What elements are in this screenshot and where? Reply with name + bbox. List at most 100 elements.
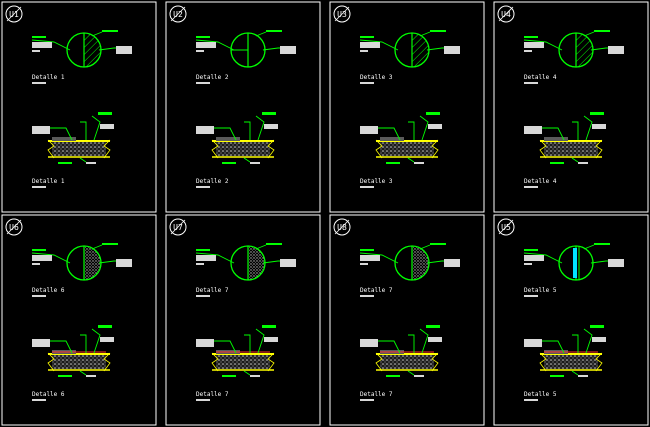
note-block [524, 42, 544, 48]
note-block [360, 126, 378, 134]
note-text [196, 263, 204, 265]
tag-slash [170, 6, 186, 22]
note-block [116, 259, 132, 267]
note-block [280, 46, 296, 54]
note-text [262, 325, 276, 328]
break-line [267, 352, 275, 372]
leader-line [91, 115, 101, 141]
note-text [32, 50, 40, 52]
leader-line [378, 127, 401, 141]
note-text [360, 249, 374, 251]
note-text [414, 375, 424, 377]
note-text [196, 249, 210, 251]
leader-line [91, 328, 101, 354]
note-block [524, 255, 544, 261]
caption-underline [524, 399, 538, 401]
leader-line [31, 39, 71, 51]
note-text [578, 162, 588, 164]
tag-circle [497, 5, 515, 23]
note-block [100, 124, 114, 129]
leader-line [195, 252, 235, 264]
note-block [444, 46, 460, 54]
leader-line [419, 31, 431, 37]
detail-fill [576, 33, 593, 67]
note-block [608, 259, 624, 267]
panel-frame [493, 1, 649, 213]
caption-underline [524, 82, 538, 84]
caption-underline [196, 186, 210, 188]
panel-tag: U7 [173, 223, 183, 232]
note-text [414, 162, 424, 164]
tag-slash [6, 6, 22, 22]
caption-underline [196, 82, 210, 84]
note-text [590, 112, 604, 115]
leader-line [214, 127, 237, 141]
leader-line [378, 340, 401, 354]
detail-fill [412, 33, 429, 67]
break-line [375, 139, 383, 159]
caption-underline [360, 82, 374, 84]
break-line [267, 139, 275, 159]
joint-seal [573, 248, 577, 278]
detail-caption: Detalle 7 [360, 391, 393, 398]
leader-line [583, 31, 595, 37]
panel-tag: U3 [337, 10, 347, 19]
panel-frame [165, 1, 321, 213]
break-line [431, 139, 439, 159]
note-text [360, 50, 368, 52]
leader-line [244, 334, 251, 353]
leader-line [523, 39, 563, 51]
leader-line [255, 328, 265, 354]
note-text [98, 325, 112, 328]
break-line [595, 352, 603, 372]
leader-line [243, 370, 251, 376]
note-text [32, 36, 46, 38]
leader-line [214, 340, 237, 354]
note-text [594, 243, 610, 245]
note-text [426, 112, 440, 115]
detail-fill [84, 246, 101, 280]
detail-caption: Detalle 3 [360, 178, 393, 185]
note-block [196, 42, 216, 48]
note-text [196, 36, 210, 38]
caption-underline [32, 295, 46, 297]
detail-caption: Detalle 4 [524, 178, 557, 185]
leader-line [419, 115, 429, 141]
leader-line [407, 370, 415, 376]
note-text [578, 375, 588, 377]
note-text [250, 375, 260, 377]
note-block [524, 339, 542, 347]
note-text [524, 36, 538, 38]
leader-line [80, 121, 87, 140]
caption-underline [360, 186, 374, 188]
note-block [280, 259, 296, 267]
note-block [196, 255, 216, 261]
leader-line [542, 127, 565, 141]
note-text [98, 112, 112, 115]
caption-underline [360, 399, 374, 401]
note-text [32, 249, 46, 251]
note-text [524, 249, 538, 251]
break-line [103, 139, 111, 159]
leader-line [571, 370, 579, 376]
detail-caption: Detalle 3 [360, 74, 393, 81]
leader-line [79, 370, 87, 376]
note-text [58, 162, 72, 164]
note-block [592, 337, 606, 342]
tag-slash [170, 219, 186, 235]
note-text [196, 50, 204, 52]
leader-line [583, 328, 593, 354]
leader-line [195, 39, 235, 51]
finish-layer [544, 137, 568, 141]
leader-line [523, 252, 563, 264]
leader-line [408, 334, 415, 353]
break-line [211, 139, 219, 159]
detail-fill [412, 246, 429, 280]
detail-caption: Detalle 6 [32, 391, 65, 398]
caption-underline [32, 399, 46, 401]
note-text [550, 375, 564, 377]
detail-caption: Detalle 1 [32, 178, 65, 185]
